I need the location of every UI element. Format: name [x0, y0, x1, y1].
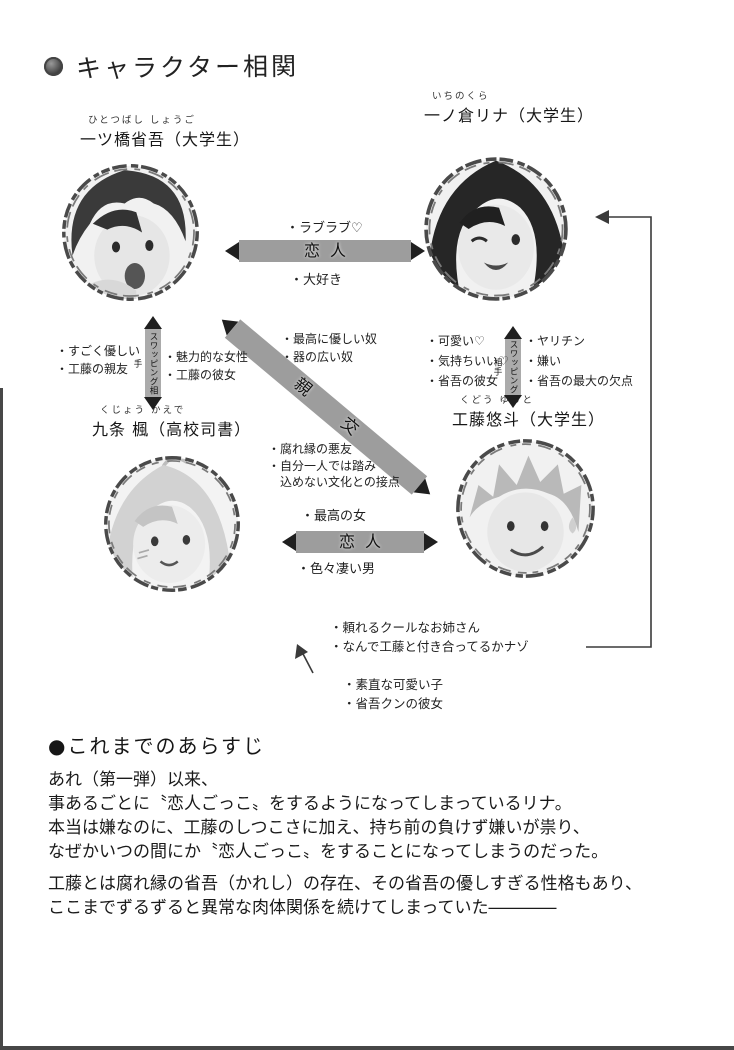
notes-kaede-yuto-center: ・腐れ縁の悪友 ・自分一人では踏み 込めない文化との接点 [268, 441, 400, 491]
shogo-rina-note-below: ・大好き [290, 273, 343, 288]
synopsis-line: あれ（第一弾）以来、 [48, 770, 218, 790]
arrow-up-icon [504, 326, 522, 339]
shogo-name-label: ひとつばし しょうご 一ツ橋省吾（大学生） [80, 112, 250, 150]
note-line: ・嫌い [525, 354, 562, 368]
notes-about-rina-bottom: ・素直な可愛い子 ・省吾クンの彼女 [343, 675, 443, 713]
kaede-yuto-note-below: ・色々凄い男 [297, 562, 376, 577]
kaede-name-label: くじょう かえで 九条 楓（高校司書） [92, 402, 251, 440]
note-line: ・可愛い♡ [426, 334, 485, 348]
synopsis-paragraph-2: 工藤とは腐れ縁の省吾（かれし）の存在、その省吾の優しすぎる性格もあり、 ここまで… [48, 872, 642, 920]
relation-label-shogo-rina: 恋人 [239, 240, 411, 262]
synopsis-line: 工藤とは腐れ縁の省吾（かれし）の存在、その省吾の優しすぎる性格もあり、 [48, 874, 642, 894]
note-line: ・腐れ縁の悪友 [268, 442, 353, 456]
notes-about-rina-right: ・可愛い♡ ・気持ちいい♡ ・省吾の彼女 [426, 331, 509, 391]
rina-name-label: いちのくら 一ノ倉リナ（大学生） [424, 88, 594, 126]
note-line: ・気持ちいい♡ [426, 354, 509, 368]
arrow-down-icon [504, 395, 522, 408]
synopsis-heading: ●これまでのあらすじ [48, 734, 266, 758]
synopsis-line: ここまでずるずると異常な肉体関係を続けてしまっていた―――― [48, 898, 557, 918]
note-line: ・省吾の彼女 [426, 374, 499, 388]
note-line: ・なんで工藤と付き合ってるかナゾ [330, 639, 529, 654]
note-line: ・ヤリチン [525, 334, 586, 348]
rina-furigana: いちのくら [432, 91, 490, 102]
synopsis-line: 本当は嫌なのに、工藤のしつこさに加え、持ち前の負けず嫌いが祟り、 [48, 818, 590, 838]
note-line: ・頼れるクールなお姉さん [330, 620, 481, 635]
shogo-rina-note-above: ・ラブラブ♡ [286, 221, 363, 236]
yuto-name-label: くどう ゆうと 工藤悠斗（大学生） [452, 392, 605, 430]
page-title: キャラクター相関 [75, 51, 300, 84]
notes-about-kaede-left: ・魅力的な女性 ・工藤の彼女 [164, 348, 248, 384]
kaede-portrait [100, 452, 244, 596]
note-line: ・工藤の彼女 [164, 368, 237, 382]
notes-about-yuto-right: ・ヤリチン ・嫌い ・省吾の最大の欠点 [525, 331, 633, 391]
relation-bar-shogo-rina: 恋人 [225, 239, 425, 263]
arrow-right-icon [424, 533, 438, 551]
note-line: ・最高に優しい奴 [281, 332, 378, 346]
yuto-furigana: くどう ゆうと [460, 395, 535, 406]
synopsis-line: なぜかいつの間にか〝恋人ごっこ〟をすることになってしまうのだった。 [48, 842, 609, 862]
notes-about-kaede-bottom: ・頼れるクールなお姉さん ・なんで工藤と付き合ってるかナゾ [330, 618, 529, 656]
rina-portrait [420, 153, 572, 305]
shogo-portrait [58, 160, 203, 305]
rina-name: 一ノ倉リナ（大学生） [424, 106, 595, 125]
notes-about-shogo-left: ・すごく優しい ・工藤の親友 [56, 342, 140, 378]
note-line: ・省吾の最大の欠点 [525, 374, 634, 388]
note-line: ・器の広い奴 [281, 350, 354, 364]
kaede-furigana: くじょう かえで [100, 405, 186, 416]
relation-label-shogo-kaede: スワッピング相手 [132, 329, 161, 397]
note-line: ・省吾クンの彼女 [343, 696, 444, 711]
relation-band-rina-yuto: スワッピング相手 [492, 326, 522, 408]
page-edge-bottom [0, 1046, 734, 1050]
arrow-right-icon [411, 242, 425, 260]
arrow-down-icon [144, 397, 162, 410]
page-edge-left [0, 388, 3, 1050]
relation-bar-kaede-yuto: 恋人 [282, 530, 438, 554]
kaede-yuto-note-above: ・最高の女 [301, 509, 367, 524]
arrow-up-icon [144, 316, 162, 329]
synopsis-paragraph-1: あれ（第一弾）以来、 事あるごとに〝恋人ごっこ〟をするようになってしまっているリ… [48, 768, 608, 864]
notes-about-shogo-center: ・最高に優しい奴 ・器の広い奴 [281, 330, 377, 366]
bullet-icon [44, 56, 63, 76]
synopsis-line: 事あるごとに〝恋人ごっこ〟をするようになってしまっているリナ。 [48, 794, 572, 814]
relation-label-rina-yuto: スワッピング相手 [492, 339, 521, 395]
relation-band-shogo-kaede: スワッピング相手 [132, 316, 162, 410]
note-line: ・素直な可愛い子 [343, 677, 444, 692]
relation-label-kaede-yuto: 恋人 [296, 531, 424, 553]
note-line: ・魅力的な女性 [164, 350, 249, 364]
note-line: ・すごく優しい [56, 344, 141, 358]
page-title-row: キャラクター相関 [44, 48, 299, 84]
shogo-name: 一ツ橋省吾（大学生） [80, 130, 251, 149]
note-line: ・工藤の親友 [56, 362, 129, 376]
shogo-furigana: ひとつばし しょうご [88, 115, 196, 126]
yuto-name: 工藤悠斗（大学生） [452, 410, 606, 429]
arrow-left-icon [282, 533, 296, 551]
kaede-name: 九条 楓（高校司書） [92, 420, 252, 439]
yuto-portrait [452, 435, 599, 582]
note-line: ・自分一人では踏み [268, 458, 377, 473]
arrow-left-icon [225, 242, 239, 260]
note-line: 込めない文化との接点 [268, 475, 400, 489]
